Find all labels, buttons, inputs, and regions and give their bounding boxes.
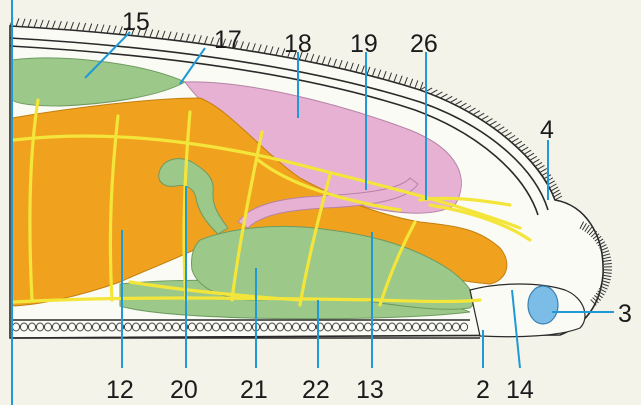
label-22: 22 <box>302 376 330 404</box>
label-14: 14 <box>506 376 534 404</box>
label-3: 3 <box>618 300 632 328</box>
label-19: 19 <box>350 30 378 58</box>
label-20: 20 <box>170 376 198 404</box>
label-2: 2 <box>476 376 490 404</box>
eye-spot <box>528 286 558 324</box>
label-13: 13 <box>356 376 384 404</box>
label-4: 4 <box>540 116 554 144</box>
label-21: 21 <box>240 376 268 404</box>
label-18: 18 <box>284 30 312 58</box>
label-17: 17 <box>214 26 242 54</box>
head-cavity <box>470 284 585 337</box>
label-15: 15 <box>122 8 150 36</box>
label-12: 12 <box>106 376 134 404</box>
label-26: 26 <box>410 30 438 58</box>
